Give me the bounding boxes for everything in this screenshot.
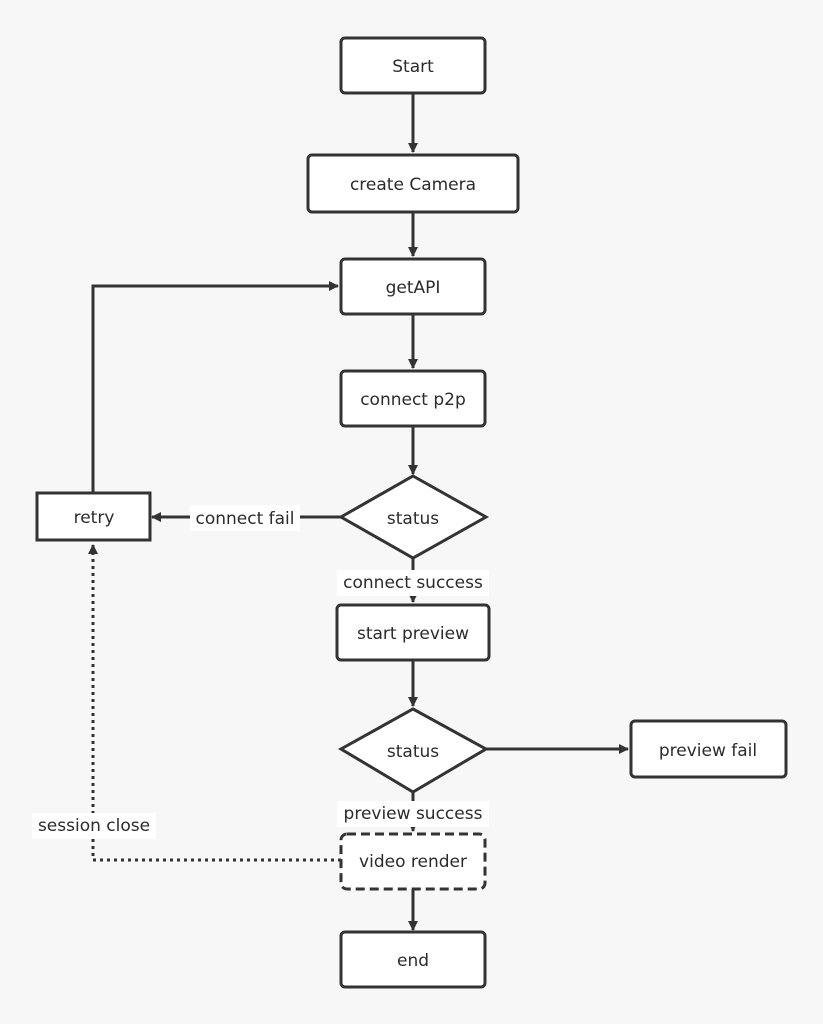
node-getapi-box [339,257,487,316]
node-status-preview-diamond [337,707,490,794]
node-start-box [339,36,487,95]
node-retry-label: retry [74,508,115,528]
node-end-box [339,930,487,989]
node-start: Start [339,36,487,95]
node-retry-box [35,491,152,542]
node-start-preview: start preview [335,603,491,662]
node-getapi-label: getAPI [386,278,441,298]
node-create-camera: create Camera [306,153,520,214]
edge-label-preview-success: preview success [344,804,483,824]
node-retry: retry [35,491,152,542]
node-connect-p2p-label: connect p2p [360,390,466,410]
edge-label-session-close: session close [38,816,150,836]
edge-label-connect-fail: connect fail [195,509,294,529]
edge-label-bg-connect-success [337,570,489,596]
node-connect-p2p-box [339,369,487,428]
node-start-preview-label: start preview [357,624,469,644]
node-start-preview-box [335,603,491,662]
node-connect-p2p: connect p2p [339,369,487,428]
edge-label-bg-preview-success [337,801,489,827]
node-status-connect: status [337,474,490,560]
node-status-connect-label: status [387,509,439,529]
edge-labels: connect fail connect success preview suc… [32,505,489,839]
node-end: end [339,930,487,989]
node-create-camera-label: create Camera [350,175,476,195]
node-preview-fail: preview fail [629,719,788,779]
node-status-preview-label: status [387,742,439,762]
node-status-preview: status [337,707,490,794]
node-video-render-box [339,832,487,891]
edge-video-render-to-retry [88,544,341,862]
edge-label-connect-success: connect success [343,573,483,593]
node-getapi: getAPI [339,257,487,316]
node-status-connect-diamond [337,474,490,560]
node-video-render-label: video render [359,852,467,872]
node-preview-fail-box [629,719,788,779]
node-preview-fail-label: preview fail [659,741,757,761]
node-video-render: video render [339,832,487,891]
edge-label-bg-session-close [32,813,156,839]
edge-label-bg-connect-fail [190,505,300,531]
node-start-label: Start [392,57,434,77]
edge-retry-to-getapi [91,281,339,493]
node-create-camera-box [306,153,520,214]
node-end-label: end [397,951,429,971]
